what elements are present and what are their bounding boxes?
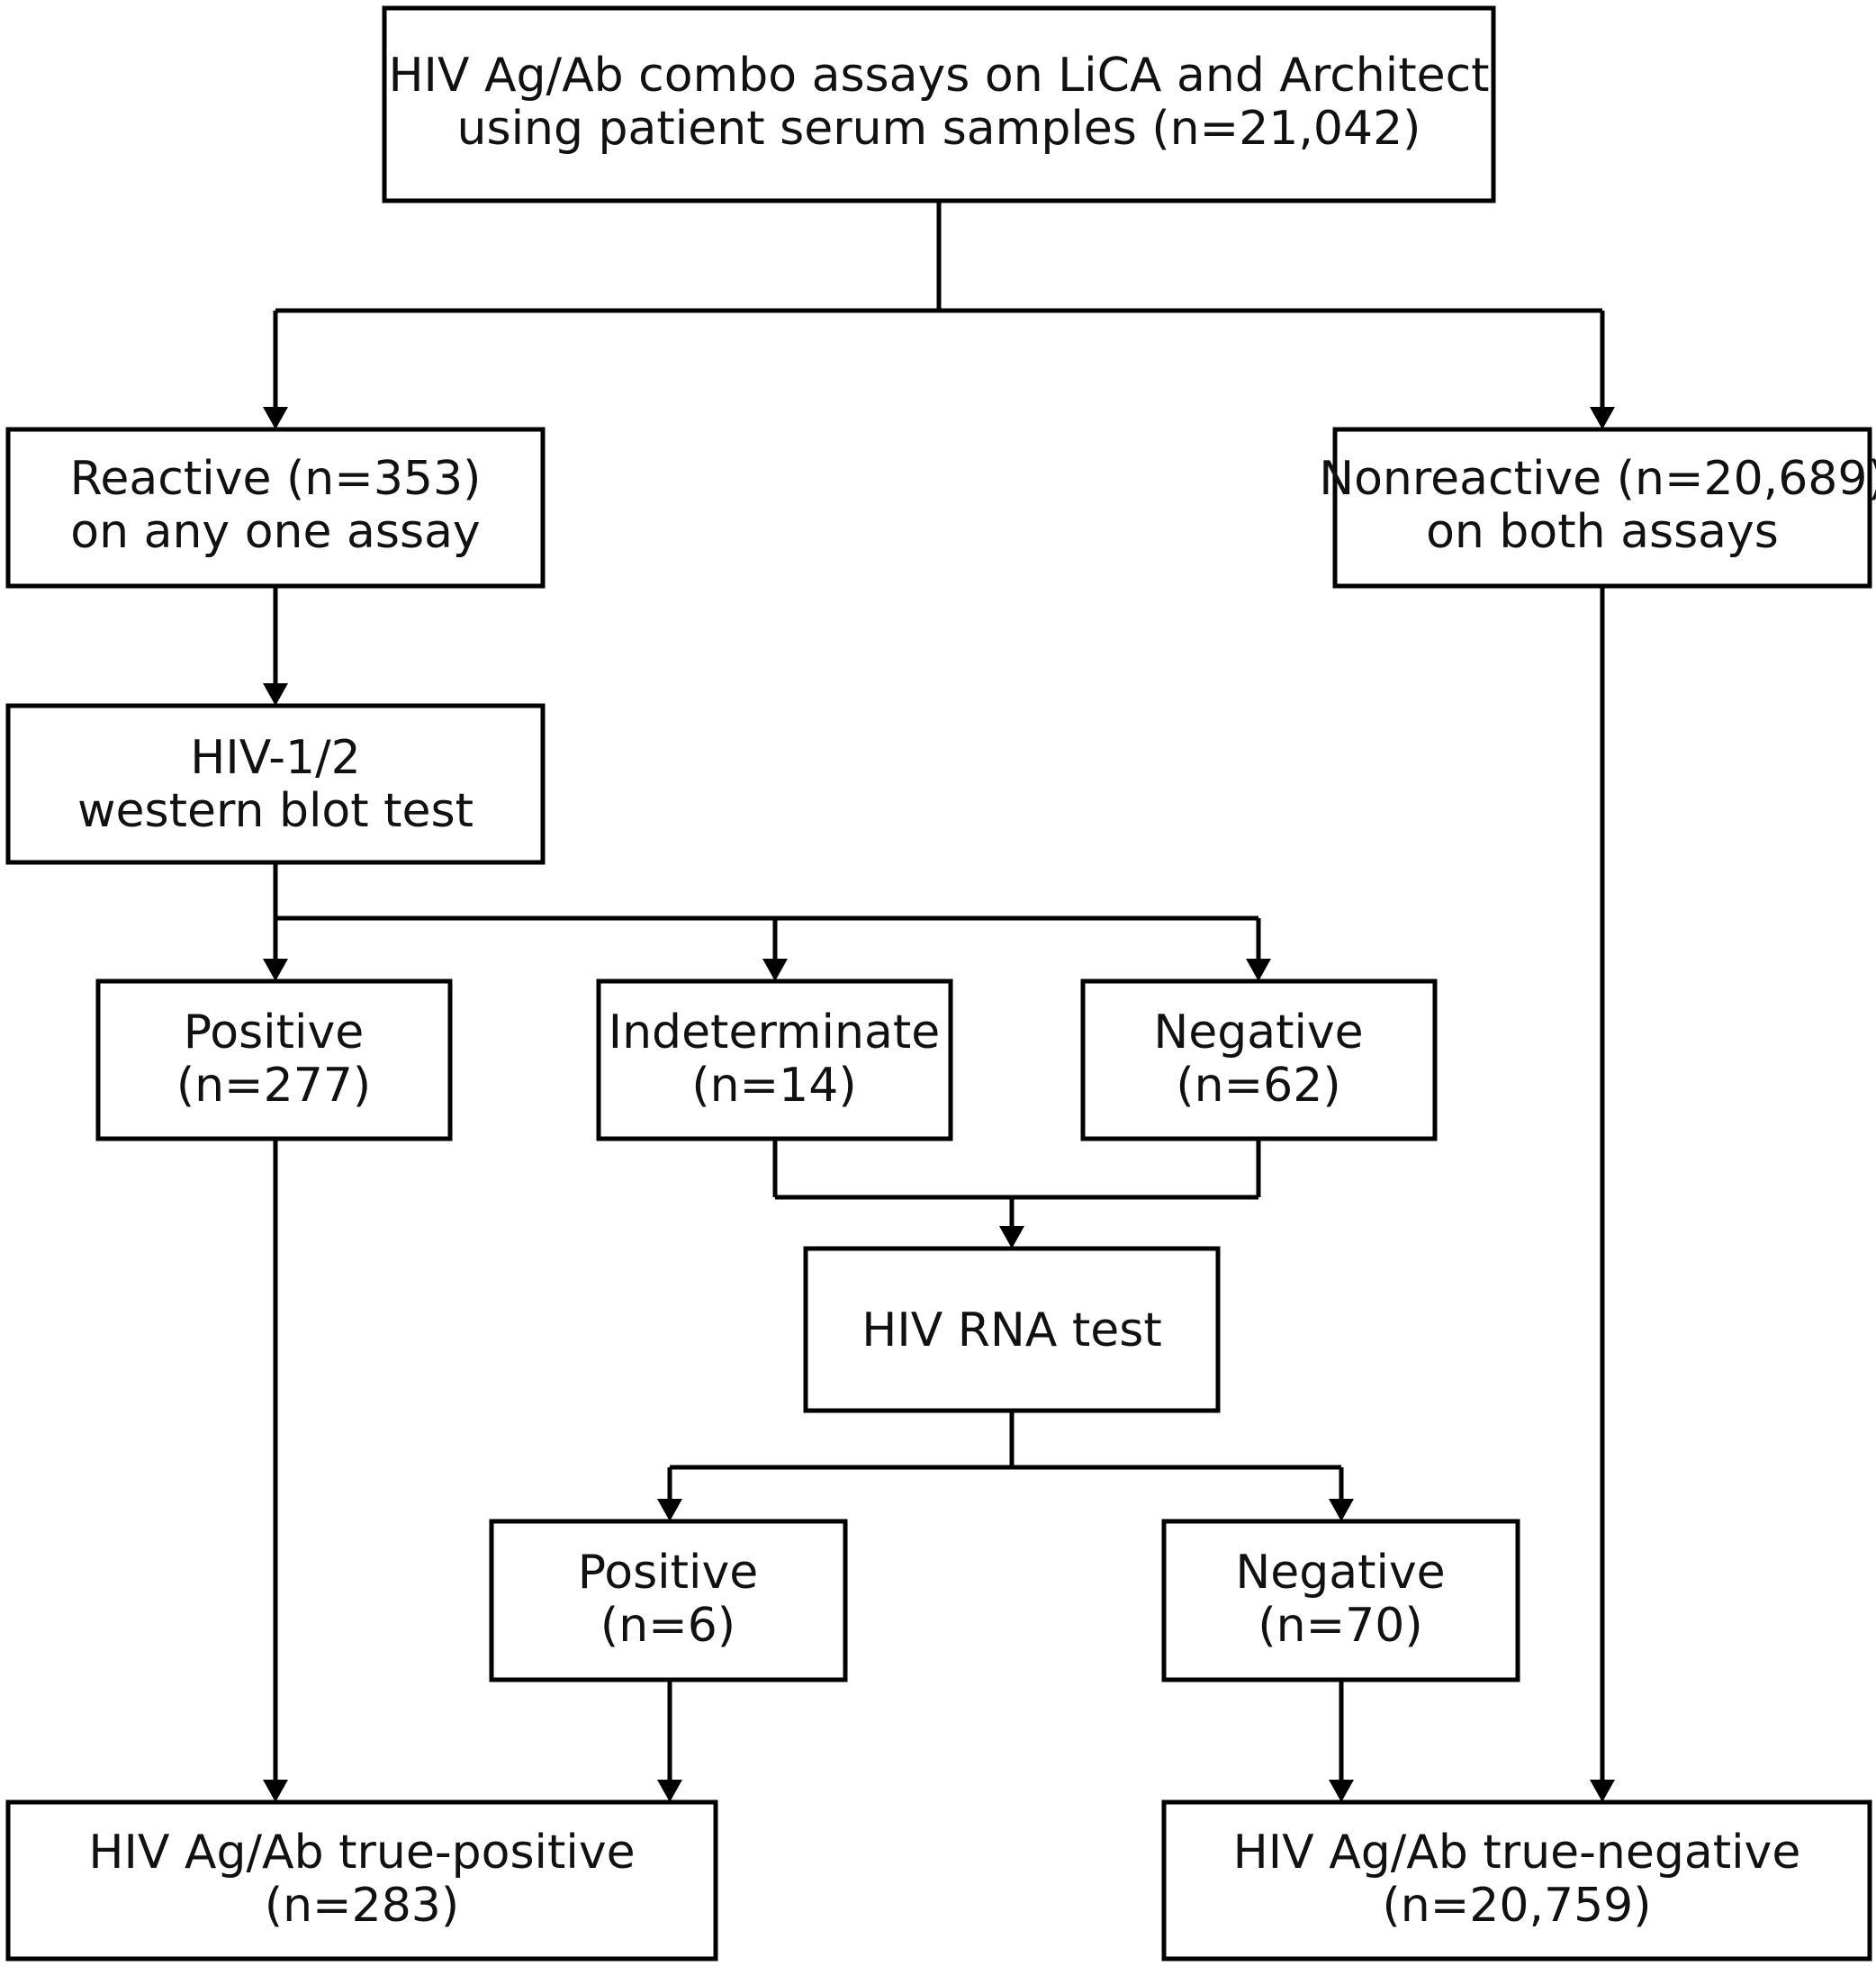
node-true-positive-line2: (n=283) [265, 1879, 459, 1933]
node-western-blot: HIV-1/2 western blot test [5, 703, 546, 865]
arrowhead [263, 959, 288, 981]
node-rna-positive: Positive (n=6) [489, 1519, 848, 1682]
arrowhead [762, 959, 788, 981]
node-rna-negative-line1: Negative [1235, 1546, 1445, 1600]
node-box [95, 978, 453, 1141]
node-start-line1: HIV Ag/Ab combo assays on LiCA and Archi… [388, 49, 1489, 103]
node-true-positive: HIV Ag/Ab true-positive (n=283) [5, 1799, 718, 1961]
node-reactive-line2: on any one assay [70, 505, 480, 559]
node-rna-negative-line2: (n=70) [1258, 1599, 1422, 1653]
arrowhead [999, 1226, 1024, 1249]
arrowhead [1590, 407, 1615, 429]
node-box [5, 427, 546, 589]
arrowhead [1590, 1780, 1615, 1802]
connectors [263, 201, 1615, 1802]
node-box [803, 1246, 1221, 1413]
node-western-blot-line2: western blot test [77, 784, 474, 838]
node-box [1161, 1799, 1872, 1961]
node-box [382, 5, 1496, 203]
arrowhead [1329, 1780, 1354, 1802]
node-rna-test-line1: HIV RNA test [861, 1303, 1162, 1357]
node-start: HIV Ag/Ab combo assays on LiCA and Archi… [382, 5, 1496, 203]
node-reactive-line1: Reactive (n=353) [70, 452, 482, 506]
node-true-negative-line1: HIV Ag/Ab true-negative [1233, 1826, 1801, 1880]
node-wb-indeterminate: Indeterminate (n=14) [596, 978, 953, 1141]
node-nonreactive-line2: on both assays [1426, 505, 1779, 559]
node-reactive: Reactive (n=353) on any one assay [5, 427, 546, 589]
node-nonreactive: Nonreactive (n=20,689) on both assays [1319, 427, 1876, 589]
node-rna-positive-line2: (n=6) [600, 1599, 735, 1653]
node-wb-positive: Positive (n=277) [95, 978, 453, 1141]
node-western-blot-line1: HIV-1/2 [190, 731, 360, 785]
arrowhead [263, 1780, 288, 1802]
arrowhead [657, 1499, 682, 1521]
node-box [5, 1799, 718, 1961]
node-start-line2: using patient serum samples (n=21,042) [457, 102, 1421, 156]
arrowhead [1246, 959, 1271, 981]
node-wb-positive-line1: Positive [184, 1006, 364, 1060]
node-nonreactive-line1: Nonreactive (n=20,689) [1319, 452, 1876, 506]
node-wb-negative: Negative (n=62) [1080, 978, 1438, 1141]
edge-rna-split [670, 1411, 1341, 1470]
arrowhead [657, 1780, 682, 1802]
node-box [596, 978, 953, 1141]
node-wb-positive-line2: (n=277) [176, 1059, 371, 1113]
node-wb-indeterminate-line2: (n=14) [691, 1059, 856, 1113]
node-true-positive-line1: HIV Ag/Ab true-positive [88, 1826, 635, 1880]
node-rna-negative: Negative (n=70) [1161, 1519, 1520, 1682]
edge-merge-rna [772, 1139, 1261, 1226]
node-wb-negative-line2: (n=62) [1176, 1059, 1340, 1113]
node-wb-negative-line1: Negative [1153, 1006, 1363, 1060]
arrowhead [263, 407, 288, 429]
node-rna-positive-line1: Positive [578, 1546, 758, 1600]
node-wb-indeterminate-line1: Indeterminate [609, 1006, 940, 1060]
edge-start-split [275, 201, 1602, 313]
node-true-negative-line2: (n=20,759) [1382, 1879, 1651, 1933]
arrowhead [1329, 1499, 1354, 1521]
edge-westernblot-split [273, 862, 1258, 921]
node-box [1332, 427, 1872, 589]
arrowhead [263, 683, 288, 706]
node-true-negative: HIV Ag/Ab true-negative (n=20,759) [1161, 1799, 1872, 1961]
node-box [1161, 1519, 1520, 1682]
node-box [489, 1519, 848, 1682]
node-box [1080, 978, 1438, 1141]
node-box [5, 703, 546, 865]
node-rna-test: HIV RNA test [803, 1246, 1221, 1413]
